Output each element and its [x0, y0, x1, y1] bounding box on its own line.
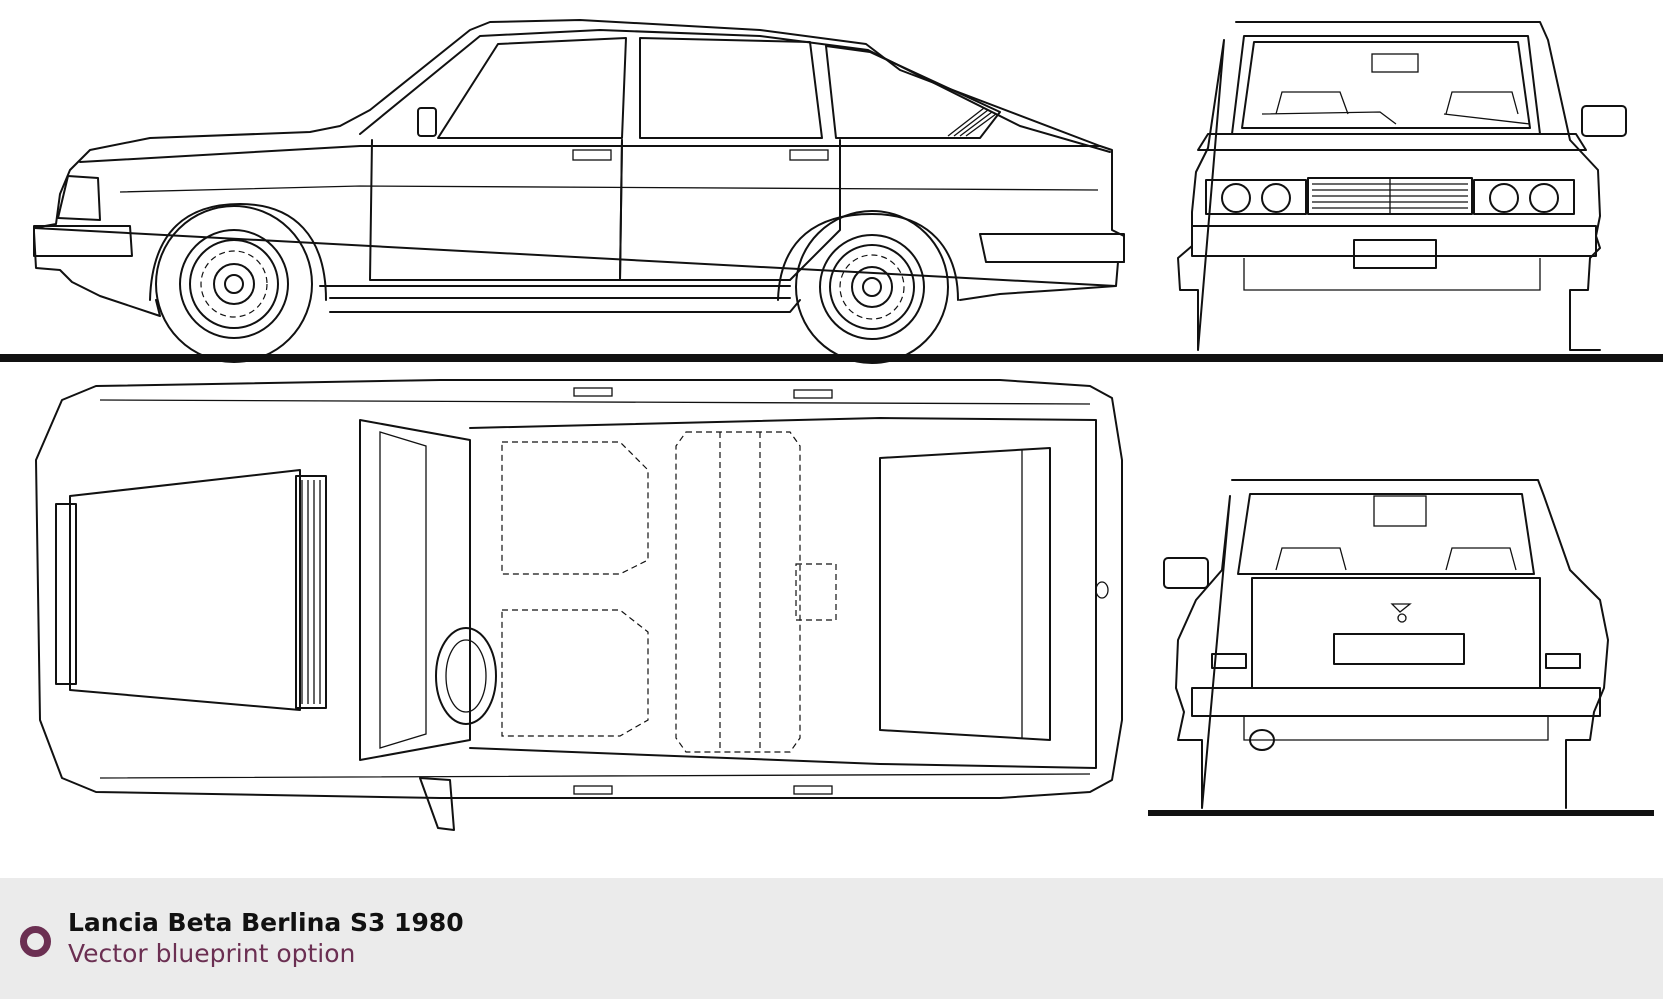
front-view-windshield [1241, 41, 1531, 129]
side-view-character-line [119, 185, 1099, 193]
front-view-hood [1197, 133, 1587, 151]
top-view-front-seat-right [501, 609, 649, 737]
rear-view-lock [1397, 613, 1407, 623]
front-view-side-mirror [1581, 105, 1627, 137]
rear-view-tail-light-right [1545, 653, 1581, 669]
top-view-armrest [795, 563, 837, 621]
front-view-wipers [1261, 111, 1531, 125]
top-view [35, 379, 1123, 831]
rear-view-rear-window [1237, 493, 1535, 575]
ring-bullet-icon [20, 926, 51, 957]
front-view-undercarriage [1243, 258, 1541, 291]
top-view-door-handle-4 [793, 785, 833, 795]
top-view-windshield [359, 419, 471, 761]
side-view-rear-door-handle [789, 149, 829, 161]
top-view-rear-bench [675, 431, 801, 753]
top-view-rear-window [879, 447, 1051, 741]
front-view-ground-line [1152, 354, 1663, 362]
top-view-body-inner [99, 399, 1091, 779]
front-view-grille-texture [1312, 178, 1468, 214]
top-view-windshield-inner [379, 431, 427, 749]
side-view-sill [319, 285, 791, 299]
front-view-seat-right [1445, 91, 1519, 115]
side-view-rear-bumper [979, 233, 1125, 263]
side-view-rear-wheel-arch [777, 213, 959, 301]
rear-view-brake-light [1373, 495, 1427, 527]
rear-view-undercarriage [1243, 716, 1549, 741]
front-view-interior-mirror [1371, 53, 1419, 73]
front-view [1152, 21, 1663, 362]
top-view-hood-vent [295, 475, 327, 709]
side-view-beltline [79, 145, 1101, 163]
side-view-front-wheel [155, 205, 313, 363]
top-view-door-handle-3 [573, 785, 613, 795]
rear-view-headrest-left [1275, 547, 1347, 571]
top-view-steering-wheel [435, 627, 497, 725]
side-view-front-window [437, 37, 627, 139]
rear-view-ground-line [1148, 810, 1654, 816]
front-view-license-plate [1353, 239, 1437, 269]
side-view-rear-wheel [795, 210, 949, 364]
side-view-quarter-window [825, 45, 1001, 139]
blueprint-drawing [0, 19, 1663, 831]
side-view-front-door-handle [572, 149, 612, 161]
top-view-front-grille [55, 503, 77, 685]
front-view-seat-left [1275, 91, 1349, 115]
side-view-front-wheel-arch [149, 203, 327, 301]
top-view-door-handle-1 [573, 387, 613, 397]
top-view-seats [501, 431, 837, 753]
top-view-hood [69, 469, 301, 711]
blueprint-subtitle[interactable]: Vector blueprint option [68, 939, 356, 968]
rear-view-license-plate [1333, 633, 1465, 665]
rear-view-side-mirror [1163, 557, 1209, 589]
front-view-headlamp-left-outer [1221, 183, 1251, 213]
rear-view-tail-light-left [1211, 653, 1247, 669]
top-view-steering-wheel-inner [445, 639, 487, 713]
side-view [0, 19, 1152, 364]
front-view-headlamp-left-inner [1261, 183, 1291, 213]
side-view-ground-line [0, 354, 1152, 362]
side-view-mirror [417, 107, 437, 137]
top-view-front-seat-left [501, 441, 649, 575]
top-view-fuel-cap [1095, 581, 1109, 599]
top-view-mirror [419, 777, 455, 831]
top-view-door-handle-2 [793, 389, 833, 399]
side-view-roofline [359, 29, 1111, 153]
rear-view-emblem [1390, 603, 1412, 613]
top-view-body-outline [35, 379, 1123, 799]
front-view-headlamp-right-outer [1529, 183, 1559, 213]
front-view-headlight-right [1473, 179, 1575, 215]
caption-bar: Lancia Beta Berlina S3 1980 Vector bluep… [0, 878, 1663, 999]
side-view-front-bumper [33, 225, 133, 257]
front-view-headlamp-right-inner [1489, 183, 1519, 213]
front-view-headlight-left [1205, 179, 1307, 215]
top-view-roof [469, 417, 1097, 769]
rear-view-body-outline [1175, 479, 1609, 809]
side-view-headlight [57, 175, 101, 221]
side-view-rear-door-window [639, 37, 823, 139]
top-view-rear-bench-inner [719, 432, 761, 752]
blueprint-title: Lancia Beta Berlina S3 1980 [68, 908, 464, 937]
side-view-rear-door [619, 139, 841, 281]
rear-view-headrest-right [1445, 547, 1517, 571]
side-view-front-door [369, 139, 623, 281]
rear-view-bumper [1191, 687, 1601, 717]
front-view-bumper [1191, 225, 1597, 257]
rear-view [1148, 479, 1654, 816]
side-view-body-outline [33, 19, 1125, 317]
side-view-window-hatch [947, 107, 997, 137]
top-view-hood-vent-lines [301, 480, 321, 704]
